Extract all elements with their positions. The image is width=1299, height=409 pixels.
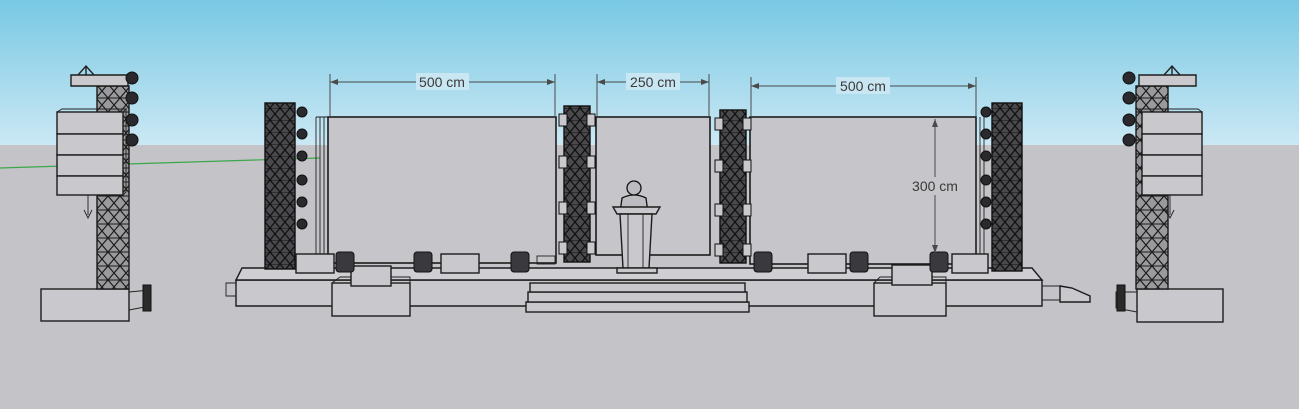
truss-icon: [264, 102, 1023, 272]
center-screen: [595, 116, 711, 256]
speaker-stack-right: [1137, 108, 1203, 196]
truss-base-icon: [1116, 284, 1126, 312]
center-screen-width-label: 250 cm: [630, 74, 676, 90]
speaker-tower-left: [40, 64, 152, 322]
right-screen-width-label: 500 cm: [840, 78, 886, 94]
left-screen-width-label: 500 cm: [419, 74, 465, 90]
screen-height-label: 300 cm: [912, 178, 958, 194]
stairs-icon: [525, 282, 750, 313]
speaker-stack-left: [56, 107, 128, 196]
truss-base-icon: [142, 284, 152, 312]
left-screen: [327, 116, 557, 264]
podium-icon: [611, 206, 662, 274]
speaker-tower-right: [1115, 64, 1224, 323]
par-light-icon: [296, 106, 992, 230]
moving-head-light-icon: [335, 251, 949, 273]
